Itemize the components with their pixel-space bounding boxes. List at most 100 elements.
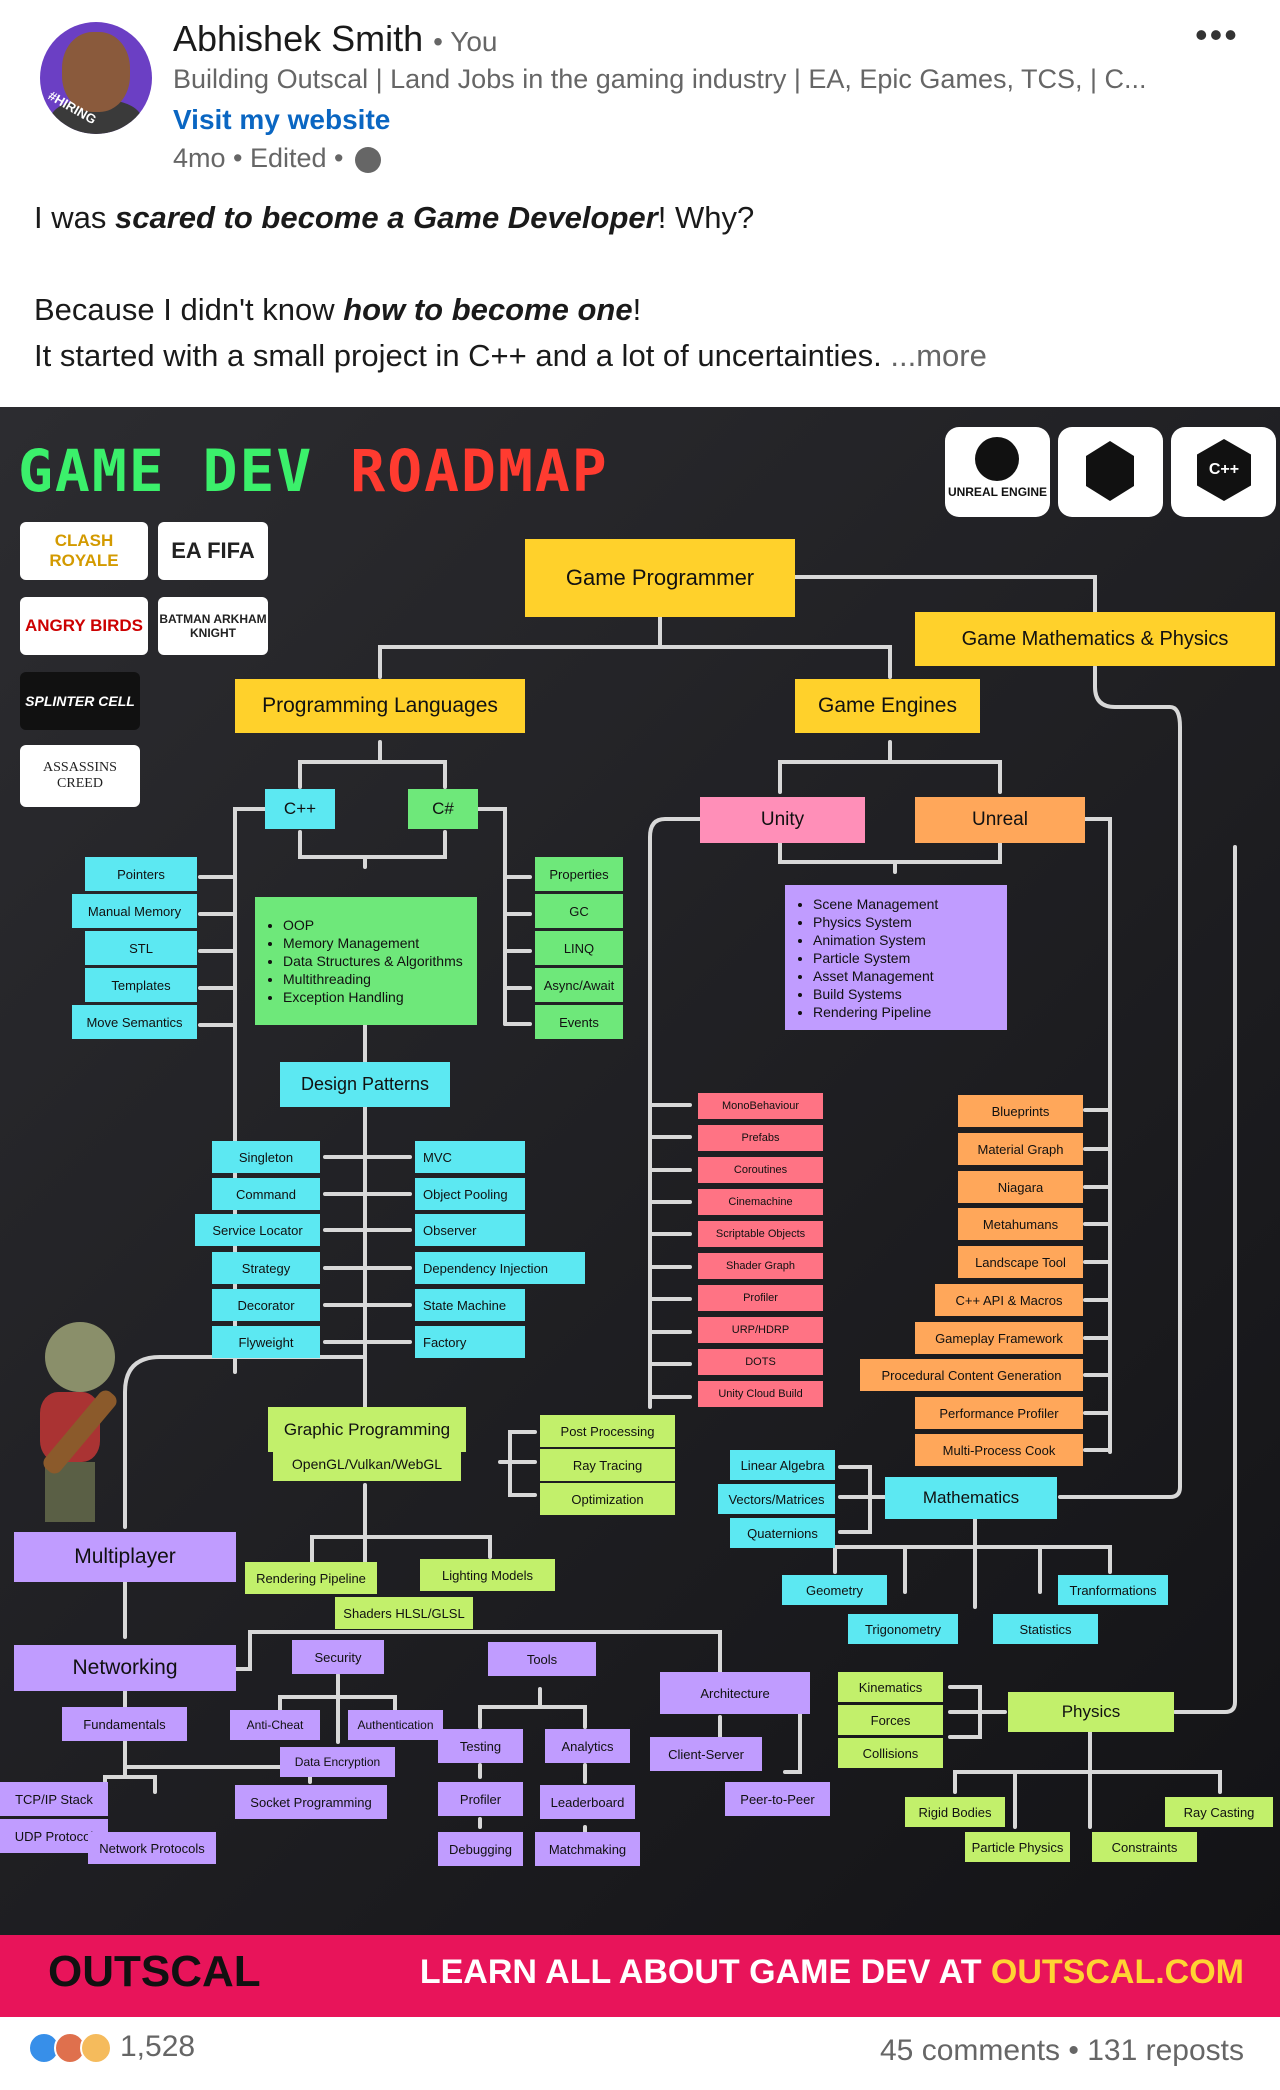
unity-item-urp-hdrp: URP/HDRP: [698, 1317, 823, 1343]
batman-logo: BATMAN ARKHAM KNIGHT: [158, 597, 268, 655]
physics-particle-physics: Particle Physics: [965, 1832, 1070, 1862]
node-unity: Unity: [700, 797, 865, 843]
node-tools: Tools: [488, 1642, 596, 1676]
unreal-item-multi-process-cook: Multi-Process Cook: [915, 1434, 1083, 1466]
physics-ray-casting: Ray Casting: [1165, 1797, 1273, 1827]
author-name[interactable]: Abhishek Smith • You: [173, 18, 498, 59]
physics-collisions: Collisions: [838, 1738, 943, 1768]
author-avatar[interactable]: #HIRING: [40, 22, 152, 134]
arch-client-server: Client-Server: [650, 1737, 762, 1771]
pattern-observer: Observer: [415, 1214, 525, 1246]
node-opengl: OpenGL/Vulkan/WebGL: [273, 1447, 461, 1481]
unreal-item-blueprints: Blueprints: [958, 1095, 1083, 1127]
pattern-object-pooling: Object Pooling: [415, 1178, 525, 1210]
unity-item-dots: DOTS: [698, 1349, 823, 1375]
math-vectors-matrices: Vectors/Matrices: [718, 1484, 835, 1514]
node-csharp: C#: [408, 789, 478, 829]
more-options-icon[interactable]: •••: [1195, 14, 1239, 55]
roadmap-footer-banner: OUTSCAL LEARN ALL ABOUT GAME DEV AT OUTS…: [0, 1935, 1280, 2017]
net-socket-programming: Socket Programming: [235, 1785, 387, 1819]
unity-item-cloud-build: Unity Cloud Build: [698, 1381, 823, 1407]
assassins-creed-logo: ASSASSINS CREED: [20, 745, 140, 807]
cpp-item-stl: STL: [85, 931, 197, 965]
pattern-flyweight: Flyweight: [212, 1326, 320, 1358]
tools-debugging: Debugging: [438, 1832, 523, 1866]
splinter-cell-logo: SPLINTER CELL: [20, 672, 140, 730]
node-security: Security: [292, 1640, 384, 1674]
unreal-item-performance-profiler: Performance Profiler: [915, 1397, 1083, 1429]
physics-constraints: Constraints: [1092, 1832, 1197, 1862]
math-statistics: Statistics: [993, 1614, 1098, 1644]
pattern-dependency-injection: Dependency Injection: [415, 1252, 585, 1284]
tools-testing: Testing: [438, 1729, 523, 1763]
unity-item-prefabs: Prefabs: [698, 1125, 823, 1151]
unity-item-shader-graph: Shader Graph: [698, 1253, 823, 1279]
tools-profiler: Profiler: [438, 1782, 523, 1816]
reaction-count: 1,528: [120, 2030, 196, 2063]
you-label: • You: [433, 26, 498, 57]
security-authentication: Authentication: [348, 1710, 443, 1740]
node-unreal: Unreal: [915, 797, 1085, 843]
cpp-item-pointers: Pointers: [85, 857, 197, 891]
unreal-engine-logo: UNREAL ENGINE: [945, 427, 1050, 517]
graphics-post-processing: Post Processing: [540, 1415, 675, 1447]
post-header: #HIRING Abhishek Smith • You Building Ou…: [0, 0, 1280, 190]
tools-analytics: Analytics: [545, 1729, 630, 1763]
node-architecture: Architecture: [660, 1672, 810, 1714]
pattern-mvc: MVC: [415, 1141, 525, 1173]
cpp-logo: C++: [1171, 427, 1276, 517]
outscal-logo: OUTSCAL: [48, 1947, 261, 1996]
graphics-lighting-models: Lighting Models: [420, 1559, 555, 1591]
pattern-factory: Factory: [415, 1326, 525, 1358]
pattern-command: Command: [212, 1178, 320, 1210]
roadmap-image[interactable]: GAME DEV ROADMAP UNREAL ENGINE C++ CLASH…: [0, 407, 1280, 1937]
zombie-illustration: [10, 1322, 120, 1522]
pattern-strategy: Strategy: [212, 1252, 320, 1284]
globe-icon: [355, 146, 382, 173]
insightful-icon: [80, 2032, 112, 2065]
unity-logo: [1058, 427, 1163, 517]
security-data-encryption: Data Encryption: [280, 1747, 395, 1777]
website-link[interactable]: Visit my website: [173, 104, 391, 135]
node-design-patterns: Design Patterns: [280, 1062, 450, 1107]
footer-text: LEARN ALL ABOUT GAME DEV AT OUTSCAL.COM: [419, 1953, 1244, 1991]
node-physics: Physics: [1008, 1692, 1174, 1732]
math-trigonometry: Trigonometry: [848, 1614, 958, 1644]
math-linear-algebra: Linear Algebra: [730, 1450, 835, 1480]
unreal-item-landscape-tool: Landscape Tool: [958, 1246, 1083, 1278]
unreal-item-pcg: Procedural Content Generation: [860, 1359, 1083, 1391]
graphics-rendering-pipeline: Rendering Pipeline: [245, 1562, 377, 1594]
comments-reposts[interactable]: 45 comments • 131 reposts: [879, 2034, 1244, 2067]
net-protocols: Network Protocols: [88, 1832, 216, 1864]
cpp-item-manual-memory: Manual Memory: [72, 894, 197, 928]
security-anti-cheat: Anti-Cheat: [230, 1710, 320, 1740]
engine-concepts-list: Scene Management Physics System Animatio…: [785, 885, 1007, 1030]
net-tcp-ip: TCP/IP Stack: [0, 1782, 108, 1816]
unreal-item-niagara: Niagara: [958, 1171, 1083, 1203]
cs-item-events: Events: [535, 1005, 623, 1039]
node-mathematics: Mathematics: [885, 1477, 1057, 1519]
pattern-decorator: Decorator: [212, 1289, 320, 1321]
math-transformations: Tranformations: [1058, 1575, 1168, 1605]
unity-item-monobehaviour: MonoBehaviour: [698, 1093, 823, 1119]
pattern-singleton: Singleton: [212, 1141, 320, 1173]
cpp-item-move-semantics: Move Semantics: [72, 1005, 197, 1039]
tools-leaderboard: Leaderboard: [540, 1785, 635, 1819]
unreal-item-gameplay-framework: Gameplay Framework: [915, 1322, 1083, 1354]
author-headline: Building Outscal | Land Jobs in the gami…: [173, 64, 1147, 94]
angry-birds-logo: ANGRY BIRDS: [20, 597, 148, 655]
unity-item-scriptable-objects: Scriptable Objects: [698, 1221, 823, 1247]
fifa-logo: EA FIFA: [158, 522, 268, 580]
physics-kinematics: Kinematics: [838, 1672, 943, 1702]
cs-item-async-await: Async/Await: [535, 968, 623, 1002]
roadmap-title: GAME DEV ROADMAP: [18, 437, 609, 505]
node-multiplayer: Multiplayer: [14, 1532, 236, 1582]
physics-rigid-bodies: Rigid Bodies: [905, 1797, 1005, 1827]
graphics-optimization: Optimization: [540, 1483, 675, 1515]
cs-item-gc: GC: [535, 894, 623, 928]
cpp-item-templates: Templates: [85, 968, 197, 1002]
physics-forces: Forces: [838, 1705, 943, 1735]
see-more-link[interactable]: ...more: [890, 338, 987, 373]
reactions-summary[interactable]: 1,528: [28, 2030, 196, 2065]
node-game-programmer: Game Programmer: [525, 539, 795, 617]
